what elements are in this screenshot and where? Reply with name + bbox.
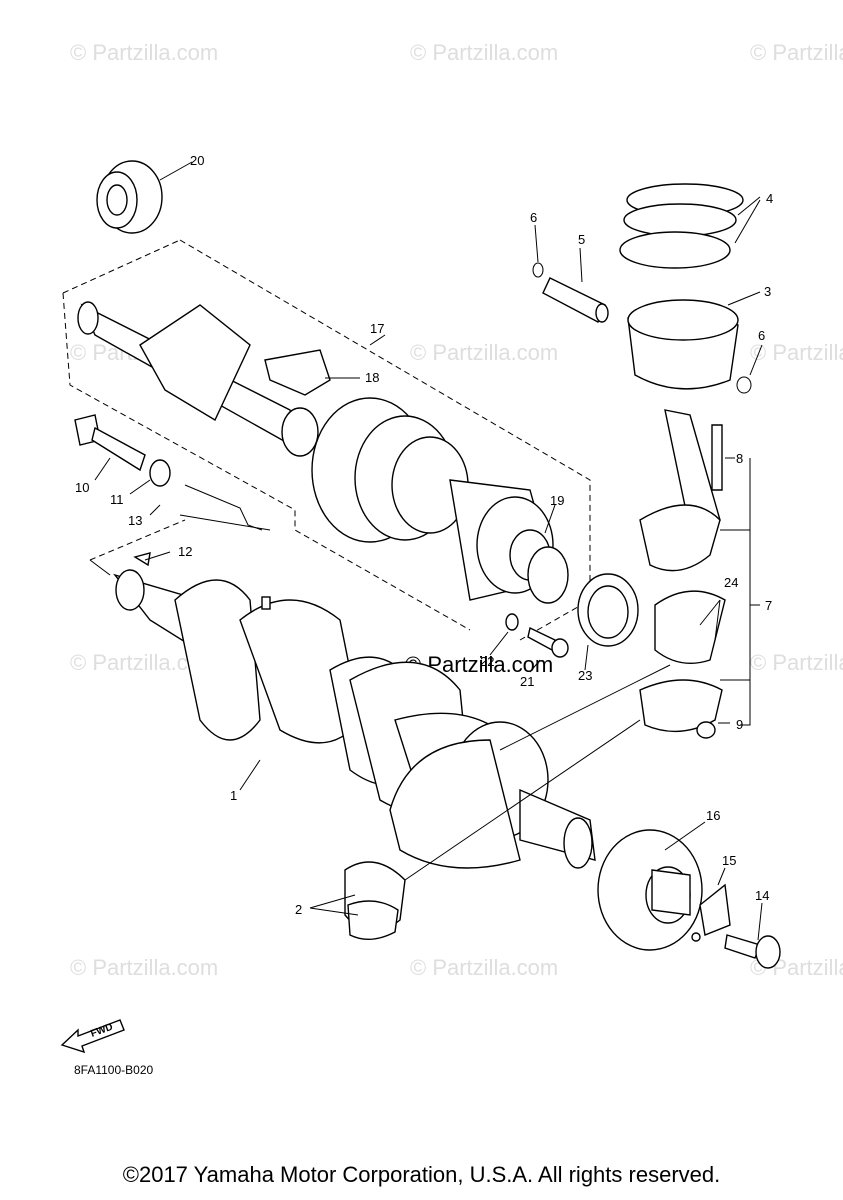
piston-3 xyxy=(627,299,739,390)
callout-17: 17 xyxy=(370,321,384,336)
callout-5: 5 xyxy=(578,232,585,247)
leader-lines xyxy=(94,161,763,941)
callout-11: 11 xyxy=(110,492,124,507)
drawing-code: 8FA1100-B020 xyxy=(74,1063,154,1077)
copyright-text: ©2017 Yamaha Motor Corporation, U.S.A. A… xyxy=(122,1162,721,1187)
crankshaft-1 xyxy=(113,569,596,869)
oil-seal-23 xyxy=(577,573,639,647)
watermark: © Partzilla.com xyxy=(410,955,558,980)
watermark: © Partzilla.com xyxy=(70,955,218,980)
bearing-2 xyxy=(344,861,406,940)
callout-7: 7 xyxy=(765,598,772,613)
callout-6b: 6 xyxy=(758,328,765,343)
balancer-shaft xyxy=(77,301,331,457)
callout-3: 3 xyxy=(764,284,771,299)
bearing-20 xyxy=(96,160,163,234)
callout-6a: 6 xyxy=(530,210,537,225)
watermark: © Partzilla.com xyxy=(410,340,558,365)
callout-16: 16 xyxy=(706,808,720,823)
balancer-gear xyxy=(311,397,569,604)
watermark: © Partzilla.com xyxy=(750,650,843,675)
piston-pin-5 xyxy=(542,277,609,323)
bolt-21-washer-22 xyxy=(505,613,569,658)
callout-9: 9 xyxy=(736,717,743,732)
callout-15: 15 xyxy=(722,853,736,868)
bearing-24 xyxy=(654,590,726,664)
callout-21: 21 xyxy=(520,674,534,689)
connecting-rod-7 xyxy=(639,409,723,572)
watermark: © Partzilla.com xyxy=(750,340,843,365)
nut-9 xyxy=(696,721,716,739)
piston-rings-4 xyxy=(619,183,744,269)
callout-1: 1 xyxy=(230,788,237,803)
fwd-arrow-icon: FWD xyxy=(60,1019,125,1054)
callout-12: 12 xyxy=(178,544,192,559)
callouts: 20 4 6 5 3 6 17 18 8 10 11 19 13 12 24 7… xyxy=(75,153,773,917)
callout-18: 18 xyxy=(365,370,379,385)
gear-16 xyxy=(597,829,703,951)
callout-24: 24 xyxy=(724,575,738,590)
callout-2: 2 xyxy=(295,902,302,917)
callout-19: 19 xyxy=(550,493,564,508)
group-outlines xyxy=(62,239,591,641)
clips-6 xyxy=(532,262,752,394)
watermark: © Partzilla.com xyxy=(70,40,218,65)
callout-14: 14 xyxy=(755,888,769,903)
callout-20: 20 xyxy=(190,153,204,168)
watermark: © Partzilla.com xyxy=(750,40,843,65)
bolt-washer-plate xyxy=(74,414,263,567)
callout-23: 23 xyxy=(578,668,592,683)
rod-cap xyxy=(639,679,723,733)
callout-8: 8 xyxy=(736,451,743,466)
bolt-14 xyxy=(724,934,781,969)
washer-15 xyxy=(691,883,731,942)
callout-22: 22 xyxy=(480,654,494,669)
callout-4: 4 xyxy=(766,191,773,206)
callout-13: 13 xyxy=(128,513,142,528)
callout-10: 10 xyxy=(75,480,89,495)
watermark: © Partzilla.com xyxy=(410,40,558,65)
